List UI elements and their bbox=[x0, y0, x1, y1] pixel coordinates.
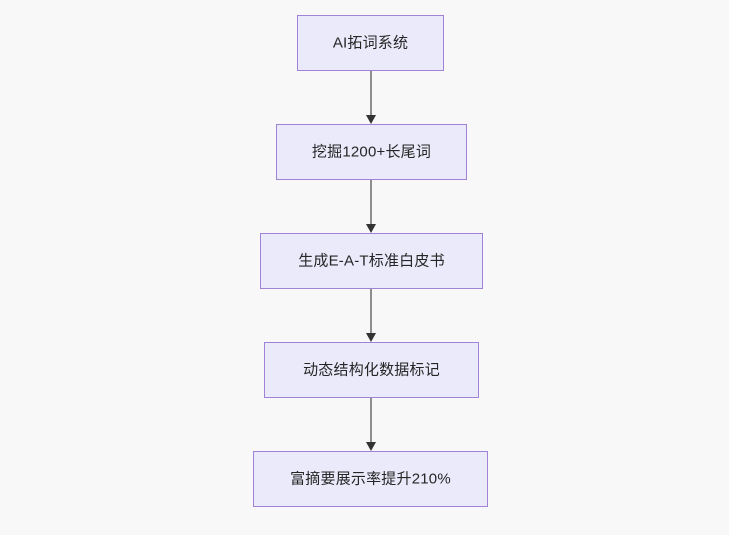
arrow-head-icon bbox=[366, 333, 376, 342]
flow-node-label: 挖掘1200+长尾词 bbox=[311, 143, 432, 160]
flow-node-generate-eat-whitepaper[interactable]: 生成E-A-T标准白皮书 bbox=[260, 233, 483, 289]
flow-node-mine-longtail-keywords[interactable]: 挖掘1200+长尾词 bbox=[276, 124, 467, 180]
edge-line bbox=[370, 398, 372, 443]
edge-line bbox=[370, 180, 372, 225]
flow-node-label: 富摘要展示率提升210% bbox=[290, 470, 451, 487]
flow-node-label: AI拓词系统 bbox=[332, 34, 409, 51]
arrow-head-icon bbox=[366, 442, 376, 451]
edge-line bbox=[370, 71, 372, 116]
arrow-head-icon bbox=[366, 115, 376, 124]
flow-edge bbox=[366, 398, 376, 451]
flow-node-label: 动态结构化数据标记 bbox=[303, 361, 440, 378]
flow-node-ai-keyword-system[interactable]: AI拓词系统 bbox=[297, 15, 444, 71]
flow-node-dynamic-structured-data-markup[interactable]: 动态结构化数据标记 bbox=[264, 342, 479, 398]
flow-edge bbox=[366, 180, 376, 233]
flow-node-label: 生成E-A-T标准白皮书 bbox=[298, 252, 445, 269]
flow-edge bbox=[366, 71, 376, 124]
flow-edge bbox=[366, 289, 376, 342]
arrow-head-icon bbox=[366, 224, 376, 233]
edge-line bbox=[370, 289, 372, 334]
flow-node-rich-snippet-rate-increase[interactable]: 富摘要展示率提升210% bbox=[253, 451, 488, 507]
